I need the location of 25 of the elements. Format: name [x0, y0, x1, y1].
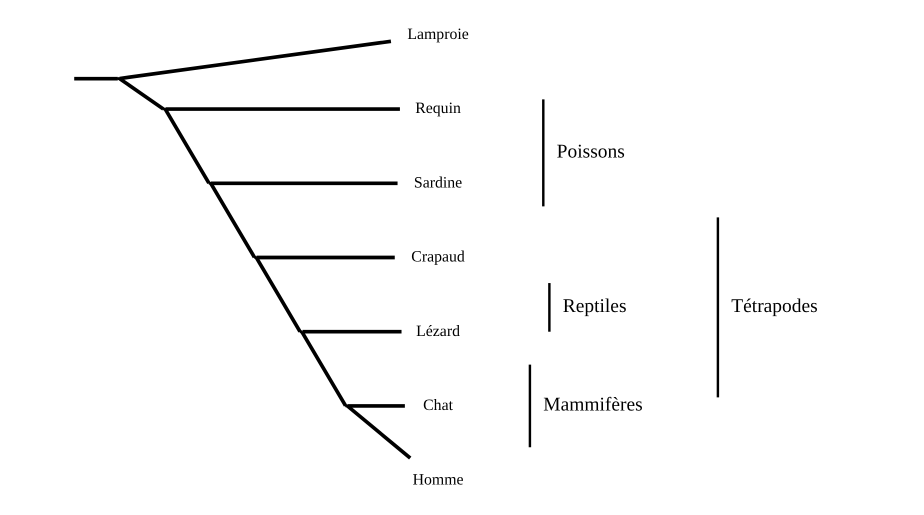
node-point	[162, 108, 166, 111]
node-point	[345, 404, 348, 408]
connector	[166, 107, 400, 111]
label: Tétrapodes	[731, 296, 818, 318]
node-text: Homme	[412, 471, 464, 488]
node-text: Chat	[423, 397, 453, 414]
connector	[210, 181, 398, 186]
connector	[302, 330, 402, 334]
node-point	[208, 182, 212, 185]
node-point	[254, 256, 257, 259]
label: Mammifères	[543, 394, 643, 416]
node-point	[300, 330, 302, 334]
node-text: Crapaud	[411, 248, 465, 266]
node-point	[117, 77, 120, 80]
connector	[347, 404, 405, 408]
connector	[119, 40, 392, 80]
node-text: Lézard	[416, 322, 460, 340]
label: Reptiles	[562, 296, 627, 318]
node-text: Sardine	[414, 174, 462, 192]
node-text: Requin	[415, 100, 461, 118]
connector	[74, 76, 118, 80]
node-text: Lamproie	[407, 26, 469, 43]
connector	[118, 77, 164, 110]
connector	[256, 256, 395, 260]
label: Poissons	[556, 141, 625, 162]
